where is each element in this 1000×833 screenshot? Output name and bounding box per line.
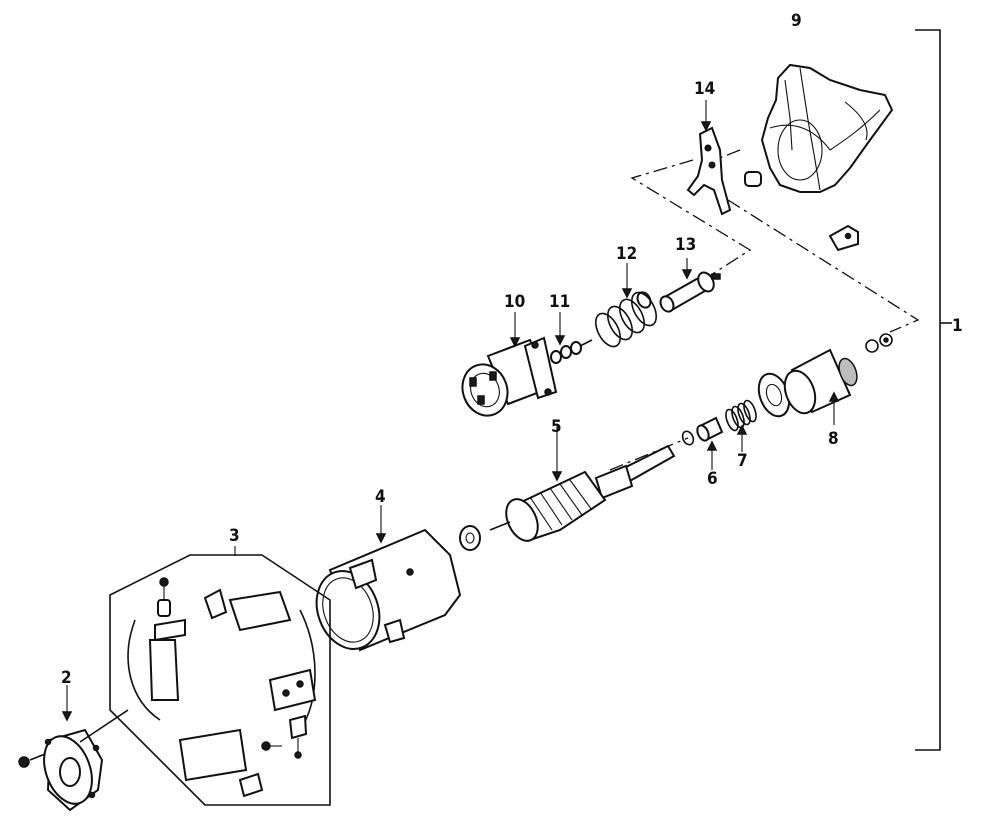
callout-5: 5 xyxy=(551,417,562,437)
drive-gear-part xyxy=(757,348,858,425)
pinion-spring-part xyxy=(725,399,757,452)
callout-9: 9 xyxy=(791,11,802,31)
callout-2: 2 xyxy=(61,668,72,688)
return-spring-part xyxy=(594,263,658,348)
retainer-rings xyxy=(865,333,893,353)
callout-10: 10 xyxy=(504,292,525,312)
callout-3: 3 xyxy=(229,526,240,546)
callout-13: 13 xyxy=(675,235,696,255)
field-frame-part xyxy=(315,505,462,652)
callouts: 1 2 3 4 5 6 7 8 9 10 11 12 13 14 xyxy=(61,11,963,688)
callout-14: 14 xyxy=(694,79,715,99)
callout-12: 12 xyxy=(616,244,637,264)
shift-lever-part xyxy=(686,100,732,216)
drive-housing-part xyxy=(744,63,894,193)
callout-8: 8 xyxy=(828,429,839,449)
solenoid-part xyxy=(461,312,558,417)
bushing-part xyxy=(681,416,724,470)
plunger-part xyxy=(659,258,721,313)
callout-4: 4 xyxy=(375,487,386,507)
thrust-washer xyxy=(459,525,481,551)
callout-7: 7 xyxy=(737,451,748,471)
end-plate-part xyxy=(18,685,129,812)
callout-1: 1 xyxy=(952,316,963,336)
alignment-lines xyxy=(609,149,920,471)
callout-6: 6 xyxy=(707,469,718,489)
armature-part xyxy=(489,425,676,542)
brush-holder-part xyxy=(109,546,331,806)
terminal-part xyxy=(550,312,593,364)
callout-11: 11 xyxy=(549,292,570,312)
wedge-block xyxy=(828,224,859,252)
assembly-bracket xyxy=(915,29,952,751)
